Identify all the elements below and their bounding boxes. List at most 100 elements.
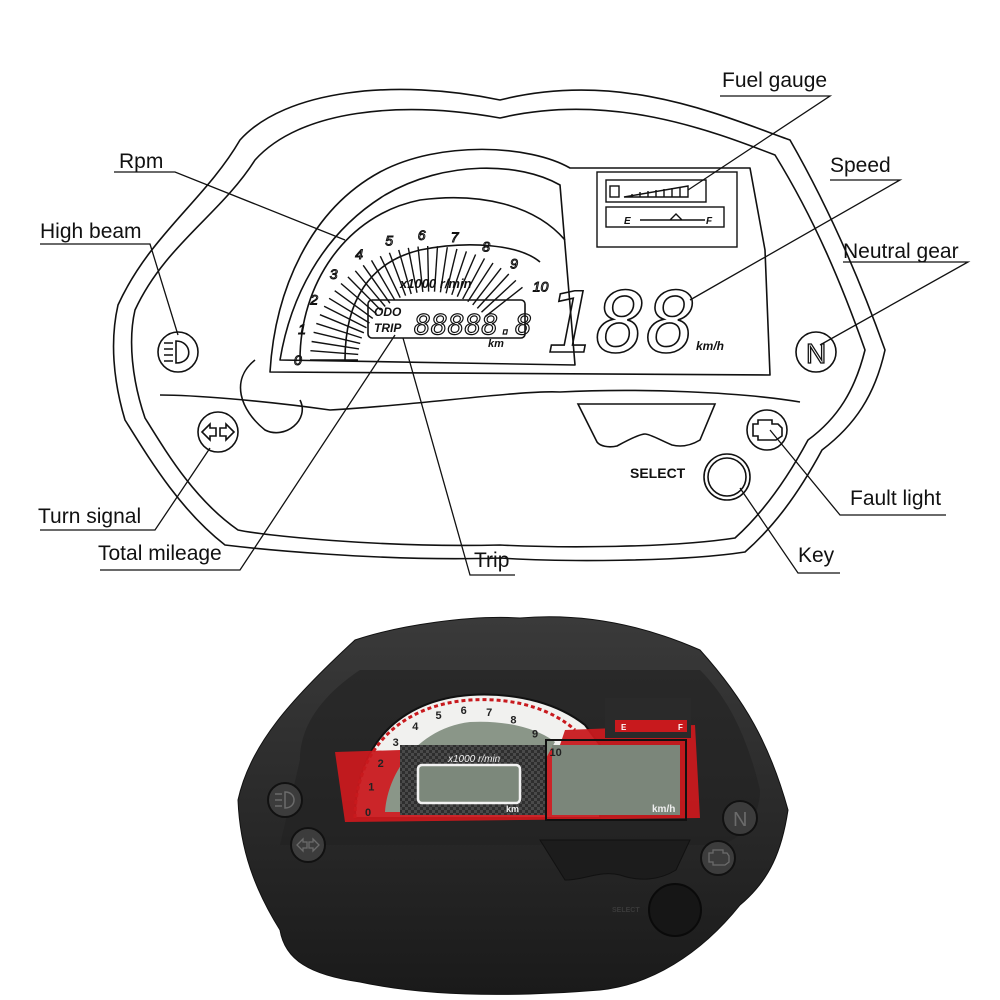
- sketch-select-label: SELECT: [630, 465, 686, 481]
- sketch-dashboard: [112, 88, 886, 562]
- photo-key-button: [648, 883, 702, 937]
- sketch-rpm-unit: x1000 r/min: [399, 276, 472, 291]
- photo-select-label: SELECT: [612, 907, 640, 914]
- sketch-high-beam-indicator: [157, 331, 199, 373]
- sketch-lower-housing: [159, 389, 801, 411]
- sketch-speed-unit: km/h: [696, 339, 724, 353]
- callout-neutral-gear: Neutral gear: [843, 240, 959, 263]
- sketch-tach-tick-label: 5: [385, 233, 393, 249]
- tach-bar: [340, 282, 378, 315]
- tach-bar: [362, 264, 391, 304]
- tach-bar: [388, 252, 407, 296]
- turn-signal-icon: [200, 422, 236, 442]
- photo-fuel-empty: E: [621, 723, 627, 732]
- photo-engine-icon: [708, 849, 730, 866]
- photo-tach-tick-label: 7: [486, 707, 492, 719]
- photo-tach-lcd: [385, 721, 555, 812]
- sketch-tach-tick-label: 4: [355, 246, 363, 262]
- sketch-tach-tick-label: 1: [298, 321, 306, 337]
- sketch-tach-tick-label: 7: [451, 229, 460, 245]
- tach-bar: [433, 246, 439, 292]
- sketch-fuel-empty: E: [624, 216, 631, 227]
- sketch-tach-bars: [310, 245, 523, 361]
- callout-high-beam: High beam: [40, 220, 142, 243]
- tach-bar: [476, 273, 510, 309]
- photo-tach-tick-label: 9: [532, 728, 538, 740]
- sketch-speed-digits: 188: [545, 274, 697, 372]
- callout-trip: Trip: [474, 549, 509, 572]
- photo-tach-tick-label: 3: [393, 737, 399, 749]
- tach-bar: [316, 322, 363, 339]
- sketch-odo-label: ODO: [374, 305, 402, 319]
- tach-bar: [334, 290, 374, 319]
- sketch-tach-outer-arc: [299, 197, 566, 361]
- tach-bar: [427, 245, 430, 292]
- photo-select-panel: [539, 839, 691, 881]
- sketch-window-frame: [269, 148, 771, 376]
- photo-rpm-unit: x1000 r/min: [447, 754, 501, 765]
- tach-bar: [311, 340, 360, 350]
- sketch-tach-tick-label: 2: [309, 292, 318, 308]
- tach-bar: [398, 249, 412, 295]
- sketch-fuel-gauge: [596, 171, 738, 248]
- sketch-neutral-indicator: [795, 331, 837, 373]
- tach-bar: [485, 286, 523, 317]
- sketch-turn-signal-indicator: [197, 411, 239, 453]
- sketch-tach-tick-label: 10: [533, 278, 549, 294]
- sketch-fault-light-indicator: [746, 409, 788, 451]
- photo-tach-tick-label: 2: [378, 758, 384, 770]
- sketch-tach-tick-label: 6: [418, 227, 426, 243]
- tach-bar: [445, 248, 458, 294]
- photo-turn-signal-indicator: [290, 827, 326, 863]
- tach-bar: [313, 331, 361, 345]
- callout-fault-light: Fault light: [850, 487, 941, 510]
- tach-bar: [323, 305, 367, 329]
- photo-tach-tick-label: 10: [550, 747, 562, 759]
- photo-turn-signal-icon: [296, 837, 320, 853]
- photo-tach-tick-label: 0: [365, 807, 371, 819]
- sketch-tach-ticks: 0 123 4 5 6 7 8 9 10: [294, 226, 550, 368]
- photo-speed-unit: km/h: [652, 804, 675, 815]
- sketch-tach-tick-label: 0: [294, 352, 302, 368]
- tach-bar: [347, 276, 382, 311]
- callout-fuel-gauge: Fuel gauge: [722, 69, 827, 92]
- tach-bar: [467, 262, 494, 303]
- photo-dashboard: [237, 616, 789, 995]
- tach-bar: [379, 255, 401, 299]
- photo-speed-lcd: [552, 745, 680, 815]
- tach-bar: [439, 247, 448, 293]
- tach-bar: [370, 260, 396, 301]
- sketch-tach-tick-label: 9: [510, 255, 518, 271]
- sketch-tach-tick-label: 8: [482, 239, 490, 255]
- sketch-speedometer: 188 km/h: [544, 273, 724, 373]
- callout-key: Key: [798, 544, 835, 567]
- sketch-key-button: [703, 453, 751, 501]
- callout-leaders: [40, 95, 971, 576]
- tach-bar: [451, 251, 468, 296]
- tach-bar: [328, 297, 370, 324]
- photo-neutral-symbol: N: [733, 809, 747, 831]
- tach-bar: [319, 314, 365, 334]
- sketch-fuel-full: F: [706, 216, 713, 227]
- photo-tach-tick-label: 6: [461, 705, 467, 717]
- photo-km-unit: km: [506, 804, 519, 814]
- sketch-outer-housing: [112, 88, 886, 562]
- photo-tach-tick-label: 1: [368, 782, 374, 794]
- tach-bar: [472, 267, 502, 306]
- sketch-tach-tick-label: 3: [330, 266, 338, 282]
- photo-tach-tick-label: 4: [412, 721, 419, 733]
- sketch-neutral-symbol: N: [806, 338, 826, 369]
- tach-bar: [407, 247, 418, 293]
- photo-high-beam-icon: [275, 791, 295, 809]
- high-beam-icon: [164, 340, 190, 364]
- photo-fuel-full: F: [678, 723, 683, 732]
- sketch-select-panel: [576, 403, 717, 448]
- callout-total-mileage: Total mileage: [98, 542, 222, 565]
- tach-bar: [481, 279, 517, 313]
- photo-fault-light-indicator: [700, 840, 736, 876]
- tach-bar: [310, 350, 359, 356]
- tach-bar: [456, 254, 477, 297]
- tach-bar: [462, 258, 486, 300]
